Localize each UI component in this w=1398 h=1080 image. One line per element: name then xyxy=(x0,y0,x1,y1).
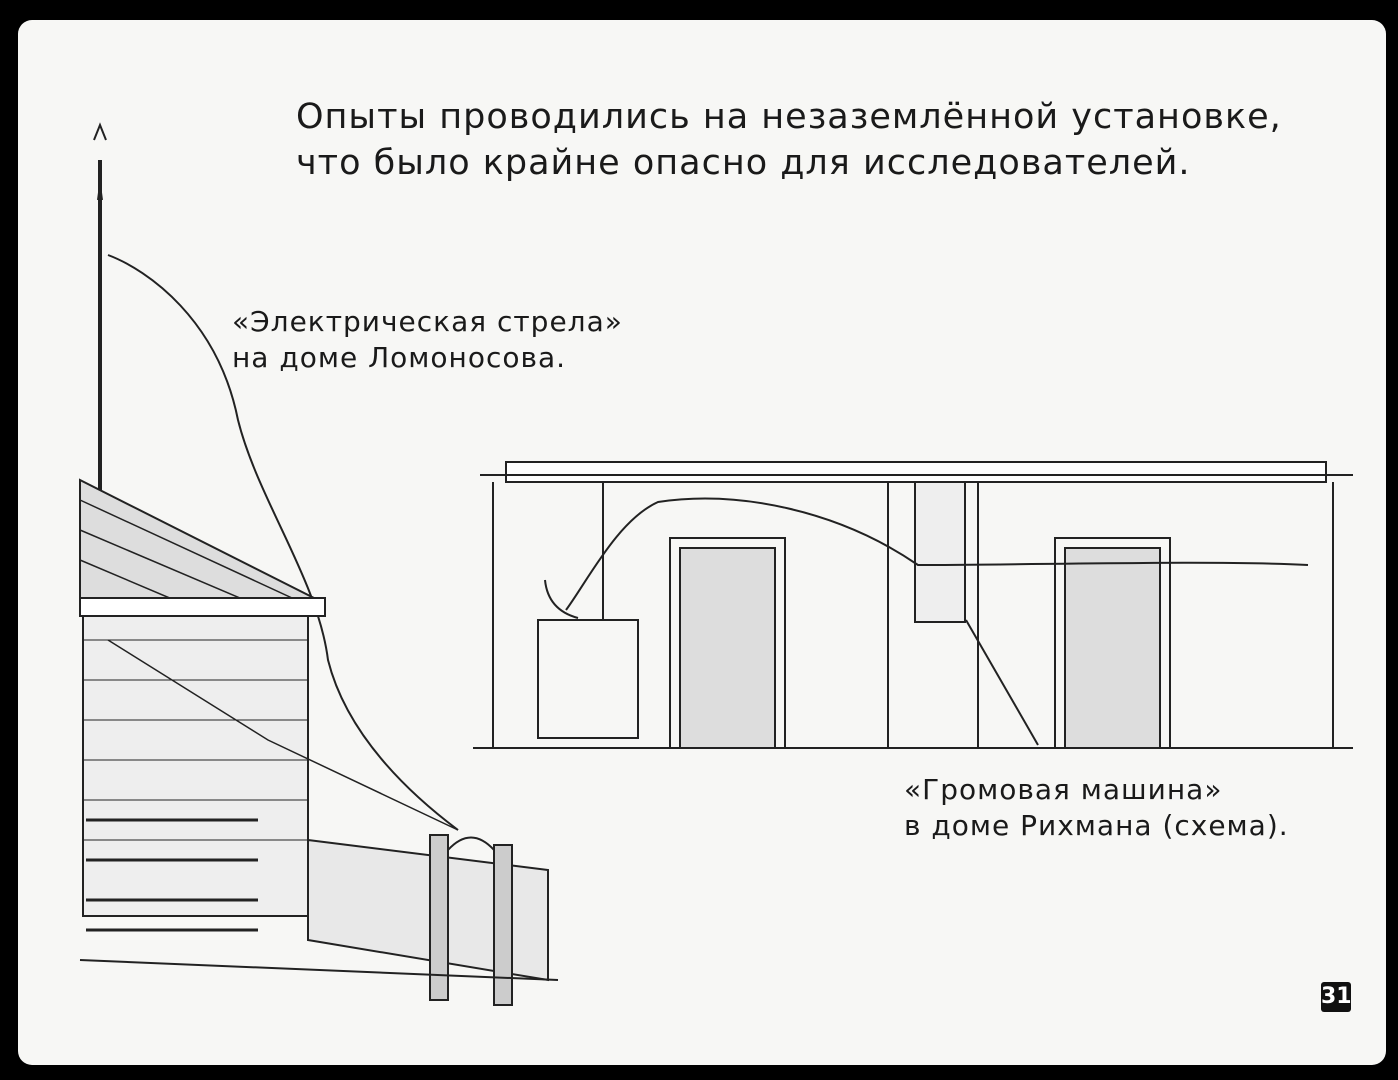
caption-richmann-line-1: «Громовая машина» xyxy=(904,773,1223,806)
richmann-house-section-drawing xyxy=(473,461,1353,749)
caption-lomonosov-line-1: «Электрическая стрела» xyxy=(232,305,623,338)
page-number: 31 xyxy=(1321,982,1352,1012)
caption-richmann-line-2: в доме Рихмана (схема). xyxy=(904,809,1289,842)
caption-lomonosov: «Электрическая стрела» на доме Ломоносов… xyxy=(232,304,623,376)
filmstrip-slide: Опыты проводились на незаземлённой устан… xyxy=(18,20,1386,1065)
illustrations xyxy=(79,122,1353,1006)
caption-lomonosov-line-2: на доме Ломоносова. xyxy=(232,341,567,374)
lomonosov-house-drawing xyxy=(79,122,559,1006)
slide-title: Опыты проводились на незаземлённой устан… xyxy=(296,94,1282,186)
title-line-1: Опыты проводились на незаземлённой устан… xyxy=(296,97,1282,137)
title-line-2: что было крайне опасно для исследователе… xyxy=(296,143,1191,183)
caption-richmann: «Громовая машина» в доме Рихмана (схема)… xyxy=(904,772,1289,844)
